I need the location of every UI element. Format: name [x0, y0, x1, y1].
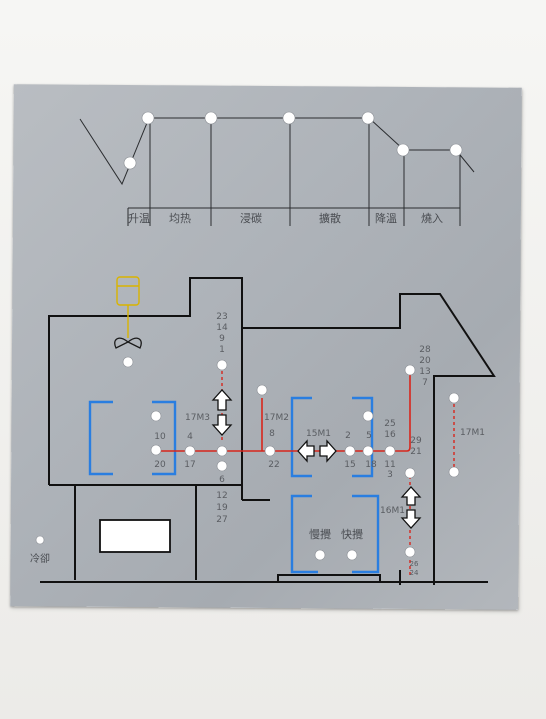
port-num: 15	[344, 460, 355, 470]
arrow-up-16M1	[400, 486, 422, 506]
arrow-down-16M1	[400, 509, 422, 529]
slow-stir-label: 慢攪	[309, 527, 331, 541]
port-num: 5	[366, 431, 372, 441]
valve-label-17M2: 17M2	[264, 413, 289, 423]
profile-holes	[123, 111, 463, 170]
arrow-right-15M1	[319, 439, 337, 463]
port-numbers: 23 14 9 1 10 4 20 17 6 12 19 27 8 22 2 1…	[154, 312, 431, 577]
port-holes	[35, 356, 460, 561]
port-num: 6	[219, 475, 225, 485]
agitator-motor-icon	[116, 276, 140, 338]
stage-label-4: 擴散	[319, 211, 341, 225]
port-num: 8	[269, 429, 275, 439]
port-num: 12	[216, 491, 227, 501]
profile-stage-labels: 升温 均热 浸碳 擴散 降溫 燒入	[128, 211, 443, 225]
stage-label-3: 浸碳	[240, 211, 262, 225]
port-num: 1	[219, 345, 225, 355]
port-num: 21	[410, 447, 421, 457]
port-num: 20	[154, 460, 166, 470]
port-num: 16	[384, 430, 396, 440]
port-num: 4	[187, 432, 193, 442]
furnace-outline	[40, 277, 496, 585]
temperature-profile	[79, 117, 475, 226]
valve-label-17M3: 17M3	[185, 413, 210, 423]
port-num: 18	[365, 460, 377, 470]
valve-label-17M1: 17M1	[460, 428, 485, 438]
port-num: 29	[410, 436, 422, 446]
chamber-brackets	[88, 396, 380, 574]
function-labels: 慢攪 快攪 冷卻	[30, 527, 363, 565]
arrow-left-15M1	[297, 439, 315, 463]
port-num: 7	[422, 378, 428, 388]
arrow-up-17M3	[211, 389, 233, 411]
port-num: 17	[184, 460, 195, 470]
valve-label-15M1: 15M1	[306, 429, 331, 439]
port-num: 22	[268, 460, 279, 470]
valve-arrows	[211, 389, 422, 529]
port-num: 26	[410, 560, 419, 568]
valve-label-16M1: 16M1	[380, 506, 405, 516]
arrow-down-17M3	[211, 414, 233, 436]
stage-label-1: 升温	[128, 212, 150, 225]
port-num: 19	[216, 503, 228, 513]
valve-labels: 17M3 17M2 15M1 16M1 17M1	[185, 413, 485, 516]
port-num: 14	[216, 323, 228, 333]
flow-lines-red-dashed	[221, 365, 455, 578]
port-num: 27	[216, 515, 227, 525]
port-num: 2	[345, 431, 351, 441]
stage-label-6: 燒入	[421, 211, 443, 225]
stage-label-5: 降溫	[375, 211, 397, 225]
port-num: 20	[419, 356, 431, 366]
port-num: 24	[410, 569, 419, 577]
port-num: 28	[419, 345, 431, 355]
port-num: 9	[219, 334, 225, 344]
port-num: 10	[154, 432, 166, 442]
agitator-fan-icon	[114, 337, 142, 349]
port-num: 11	[384, 460, 395, 470]
port-num: 25	[384, 419, 395, 429]
stage-label-2: 均热	[169, 212, 191, 225]
fast-stir-label: 快攪	[341, 527, 363, 541]
port-num: 13	[419, 367, 430, 377]
port-num: 23	[216, 312, 227, 322]
cooling-label: 冷卻	[30, 552, 50, 565]
port-num: 3	[387, 470, 393, 480]
